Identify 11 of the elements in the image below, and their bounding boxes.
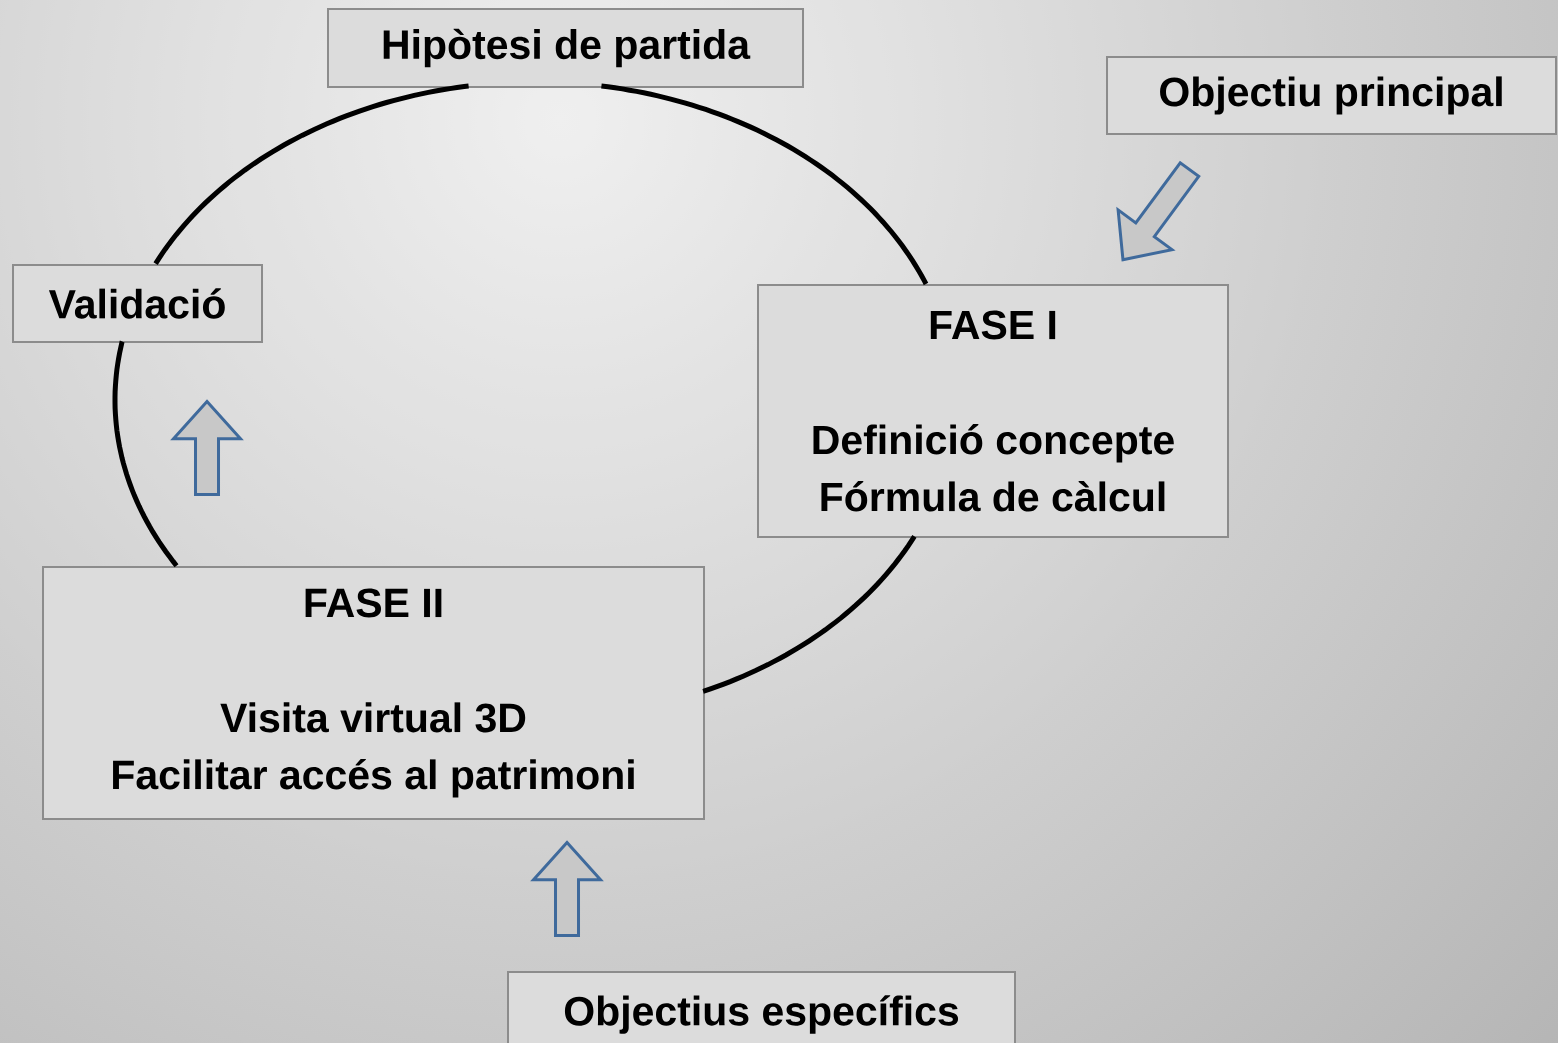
block-arrow [1116, 160, 1201, 262]
label-box: Validació [12, 264, 263, 343]
process-box: FASE I Definició concepte Fórmula de càlcul [757, 284, 1229, 538]
cycle-line [701, 535, 917, 694]
cycle-line [112, 339, 179, 568]
cycle-line [153, 83, 469, 265]
cycle-line [601, 83, 929, 286]
label-box: Objectiu principal [1106, 56, 1557, 135]
process-box: FASE II Visita virtual 3D Facilitar accés al patrimoni [42, 566, 705, 820]
label-box: Objectius específics [507, 971, 1016, 1043]
label-box: Hipòtesi de partida [327, 8, 804, 88]
